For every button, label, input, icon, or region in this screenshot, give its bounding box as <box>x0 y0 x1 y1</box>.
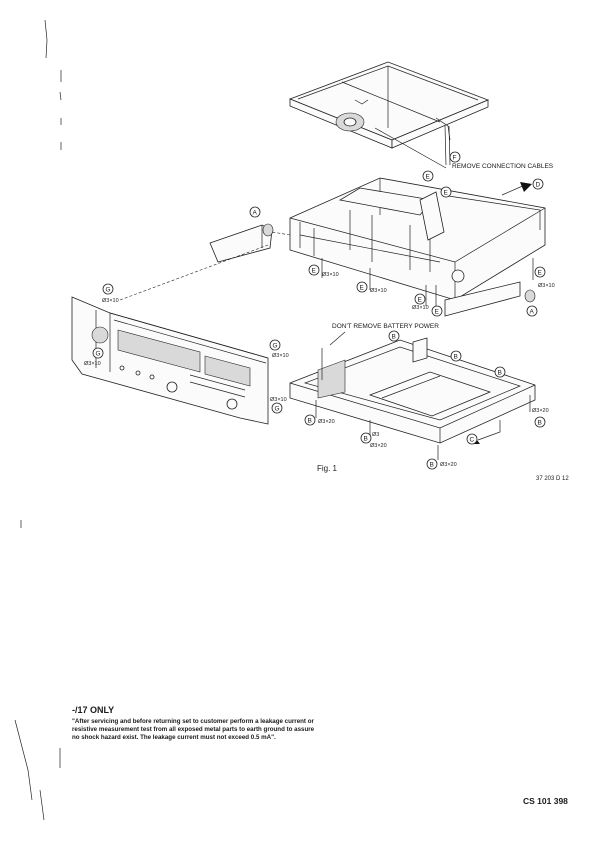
svg-text:G: G <box>106 287 111 294</box>
document-reference: CS 101 398 <box>523 796 568 806</box>
svg-text:B: B <box>538 420 542 427</box>
front-knob <box>166 381 178 393</box>
svg-text:Ø3×20: Ø3×20 <box>532 408 549 414</box>
safety-note-body: "After servicing and before returning se… <box>72 718 315 742</box>
svg-text:A: A <box>530 309 535 316</box>
svg-text:E: E <box>538 270 543 277</box>
svg-text:E: E <box>418 297 423 304</box>
svg-text:Ø3: Ø3 <box>372 432 379 438</box>
svg-text:Ø3×10: Ø3×10 <box>538 283 555 289</box>
callout-G-lower <box>271 402 283 414</box>
top-cover-assembly <box>288 61 490 166</box>
svg-text:C: C <box>470 437 475 444</box>
connector-B <box>451 269 465 283</box>
bottom-tray <box>289 337 536 444</box>
remove-cables-label: REMOVE CONNECTION CABLES <box>452 163 554 170</box>
callout-D-letter: D <box>536 182 541 189</box>
svg-text:B: B <box>430 462 434 469</box>
callout-A-left <box>249 206 261 218</box>
battery-label: DON'T REMOVE BATTERY POWER <box>332 323 439 330</box>
svg-text:B: B <box>364 436 368 443</box>
main-chassis <box>289 177 546 317</box>
svg-text:Ø3×20: Ø3×20 <box>440 462 457 468</box>
battery-holder <box>317 359 346 399</box>
callout-B-right <box>494 366 506 378</box>
callout-B-top <box>388 330 400 342</box>
callout-B-mid <box>450 350 462 362</box>
safety-note-heading: -/17 ONLY <box>72 705 115 715</box>
figure-caption: Fig. 1 <box>317 464 338 473</box>
callout-F-letter: F <box>453 155 457 162</box>
svg-text:Ø3×20: Ø3×20 <box>318 419 335 425</box>
svg-text:Ø3×10: Ø3×10 <box>84 361 101 367</box>
svg-text:Ø3×10: Ø3×10 <box>370 288 387 294</box>
svg-text:E: E <box>360 285 365 292</box>
tray-screws: B Ø3×20 B Ø3 Ø3×20 B Ø3×20 B Ø3×20 <box>304 395 549 470</box>
svg-text:Ø3×10: Ø3×10 <box>272 353 289 359</box>
svg-text:Ø3×10: Ø3×10 <box>102 298 119 304</box>
svg-text:G: G <box>275 406 280 413</box>
callout-C <box>466 433 478 445</box>
callout-D <box>532 178 544 190</box>
callout-G-left <box>92 347 104 359</box>
svg-text:E: E <box>444 190 449 197</box>
callout-A-right <box>526 305 538 317</box>
svg-text:A: A <box>253 210 258 217</box>
front-panel <box>71 296 269 425</box>
callout-E-top <box>422 170 434 182</box>
rear-bracket <box>444 281 521 317</box>
scan-margin-marks <box>14 19 62 821</box>
side-bracket <box>209 223 274 263</box>
svg-text:G: G <box>96 351 101 358</box>
callout-F <box>449 151 461 163</box>
svg-text:B: B <box>498 370 502 377</box>
callout-E-mid <box>440 186 452 198</box>
svg-text:Ø3×20: Ø3×20 <box>370 443 387 449</box>
svg-text:Ø3×10: Ø3×10 <box>270 397 287 403</box>
svg-text:G: G <box>273 343 278 350</box>
svg-text:B: B <box>454 354 458 361</box>
svg-text:B: B <box>308 418 312 425</box>
svg-text:Ø3×10: Ø3×10 <box>322 272 339 278</box>
display-window <box>117 329 201 373</box>
svg-text:B: B <box>392 334 396 341</box>
svg-text:E: E <box>435 309 440 316</box>
callout-G-right <box>269 339 281 351</box>
callout-G-top <box>102 283 114 295</box>
drawing-number: 37 203 D 12 <box>536 476 569 482</box>
svg-text:E: E <box>312 268 317 275</box>
svg-text:Ø3×10: Ø3×10 <box>412 305 429 311</box>
safety-note: -/17 ONLY "After servicing and before re… <box>72 705 322 743</box>
svg-text:E: E <box>426 174 431 181</box>
chassis-screws: E Ø3×10 E Ø3×10 E E Ø3×10 E Ø3×10 <box>308 258 555 317</box>
knob-A <box>524 289 536 303</box>
